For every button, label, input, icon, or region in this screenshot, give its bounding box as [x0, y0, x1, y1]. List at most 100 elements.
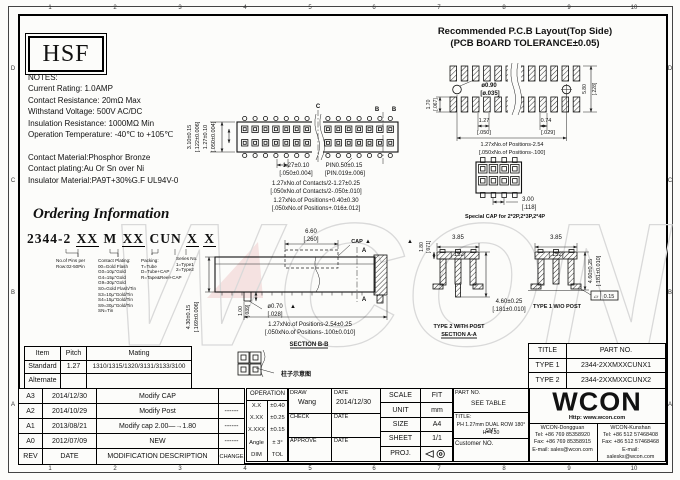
tolerance-header: OPERATION [247, 389, 288, 401]
title-block: PART NO. SEE TABLE TITLE: PH 1.27mm DUAL… [452, 388, 530, 462]
inner-frame [18, 14, 668, 465]
dim-label: 1.27xNo.of Positions+0.40±0.30 [273, 198, 359, 204]
hsf-logo-text: HSF [42, 40, 90, 67]
zone-number: 3 [178, 466, 182, 472]
date-label: DATE [334, 438, 349, 444]
critical-dim-triangle: ▲ [407, 239, 413, 245]
unit-label: UNIT [381, 403, 421, 418]
zone-letter: B [10, 290, 15, 296]
pcb-layout-drawing: 1.70 [.067] ø0.90 [ø.035] 5.80 [.228] 1.… [426, 62, 598, 156]
section-bb-view: CAP ▲ 6.60 [.260] A A 4.30±0.15 [.169±0.… [186, 229, 388, 378]
rev-cell: A1 [19, 419, 43, 434]
code-pins: XX [75, 231, 100, 247]
dim-label: [.050±0.004] [211, 121, 217, 152]
unit-value: mm [421, 403, 453, 418]
code-series: X [203, 231, 216, 247]
info-block: SCALE FIT UNIT mm SIZE A4 SHEET 1/1 PROJ… [380, 388, 454, 462]
dim-label: [.169±0.006] [194, 301, 200, 332]
mating-cell: Standard [25, 360, 61, 374]
rev-cell: NEW [97, 434, 219, 449]
zone-number: 1 [48, 466, 52, 472]
check-label: CHECK [290, 414, 310, 420]
zone-letter: C [667, 178, 673, 184]
partno-value: SEE TABLE [471, 400, 506, 407]
customer-no-label: Customer NO. [455, 441, 494, 447]
sheet-value: 1/1 [421, 432, 453, 447]
special-cap-label: Special CAP for 2*2P,2*3P,2*4P [465, 214, 545, 220]
code-packing: X [186, 231, 199, 247]
dim-label: [.152] [450, 252, 465, 258]
centerline-label: C [316, 104, 321, 110]
rev-cell: Modify Post [97, 404, 219, 419]
pcb-layout-title: Recommended P.C.B Layout(Top Side) (PCB … [437, 26, 613, 49]
legend-plating: Contact Plating: 00=Gold Flash G0=10µ"Go… [98, 258, 137, 314]
dim-label: [.050xNo.of Positions+.016±.012] [272, 206, 361, 212]
draw-value: Wang [298, 399, 317, 406]
mating-cell [87, 374, 191, 388]
revision-table: A3 2014/12/30 Modify CAP A2 2014/10/29 M… [18, 388, 245, 465]
dim-label: 6.60 [305, 229, 317, 235]
zone-number: 3 [178, 5, 182, 11]
dim-label: [PIN.019±.006] [325, 171, 365, 177]
dim-label: [.028] [267, 312, 282, 318]
zone-number: 8 [502, 5, 506, 11]
dim-label: ø0.90 [481, 83, 497, 89]
legend-pins: No.of Pins per Row:02-50Pin [56, 258, 86, 269]
wcon-url: Http: www.wcon.com [568, 415, 626, 421]
mating-table: Item Pitch Mating Standard 1.27 1310/131… [24, 346, 192, 389]
zone-number: 7 [437, 5, 441, 11]
dim-label: 3.85 [452, 235, 464, 241]
tol-dim: X.X [251, 403, 262, 409]
zone-number: 2 [113, 466, 117, 472]
scale-label: SCALE [381, 389, 421, 404]
code-prefix: 2344-2 [27, 231, 76, 246]
notes-text: NOTES: Current Rating: 1.0AMP Contact Re… [28, 73, 179, 185]
zone-letter: B [667, 290, 672, 296]
title-line2: H=4.30 [482, 430, 500, 436]
tol-dim: X.XX [249, 415, 264, 422]
dim-label: [.071] [426, 240, 432, 253]
pillar-note: 柱子示意图 [281, 370, 311, 378]
mating-header: Mating [87, 347, 191, 361]
type-table-cell: TYPE 2 [529, 373, 567, 388]
rev-footer: MODIFICATION DESCRIPTION [97, 449, 219, 464]
mating-header: Pitch [61, 347, 87, 361]
outer-frame [8, 6, 673, 473]
dim-label: 5.80 [582, 84, 588, 94]
rev-cell: ------ [219, 404, 244, 419]
dim-label: PIN0.50±0.15 [326, 163, 363, 169]
rev-cell: ------ [219, 419, 244, 434]
type-table-cell: TYPE 1 [529, 358, 567, 374]
legend-series: Series No. 1=Type1 2=Type2 [176, 256, 198, 273]
zone-number: 1 [48, 5, 52, 11]
tol-val: ±0.15 [270, 427, 285, 434]
rev-footer: DATE [43, 449, 97, 464]
view-label: TYPE 2 WITH POST [433, 324, 485, 330]
ordering-leader-lines [65, 249, 187, 257]
rev-cell: A2 [19, 404, 43, 419]
tol-val: ± 3° [272, 439, 283, 446]
zone-letter: C [10, 178, 16, 184]
zone-number: 7 [437, 466, 441, 472]
dim-label: [.181±0.010] [596, 255, 602, 286]
approve-label: APPROVE [290, 438, 317, 444]
zone-number: 6 [372, 5, 376, 11]
zone-letter: A [10, 402, 15, 408]
dim-label: 1.27±0.10 [283, 163, 310, 169]
dim-label: 1.80 [419, 242, 425, 252]
rev-cell: Modify cap 2.00—→1.80 [97, 419, 219, 434]
code-m: M [99, 231, 122, 246]
wcon-kunshan-contact: WCON-Kunshan Tel: +86 512 57468408 Fax: … [601, 425, 660, 460]
ordering-code: 2344-2 XX M XX CUN X X [27, 231, 216, 247]
dim-label: [.050xNo.of Positions-.100] [479, 150, 546, 156]
sheet-label: SHEET [381, 432, 421, 447]
dim-label: [.067] [433, 98, 439, 111]
zone-number: 9 [567, 5, 571, 11]
tolerance-dims: X.X X.XX X.XXX Angle DIM [247, 400, 266, 461]
zone-number: 5 [308, 466, 312, 472]
scale-value: FIT [421, 389, 453, 404]
tolerance-values: ±0.40 ±0.25 ±0.15 ± 3° TOL [268, 400, 288, 461]
mating-cell [61, 374, 87, 388]
ordering-title: Ordering Information [33, 206, 170, 222]
tol-val: TOL [271, 451, 284, 458]
